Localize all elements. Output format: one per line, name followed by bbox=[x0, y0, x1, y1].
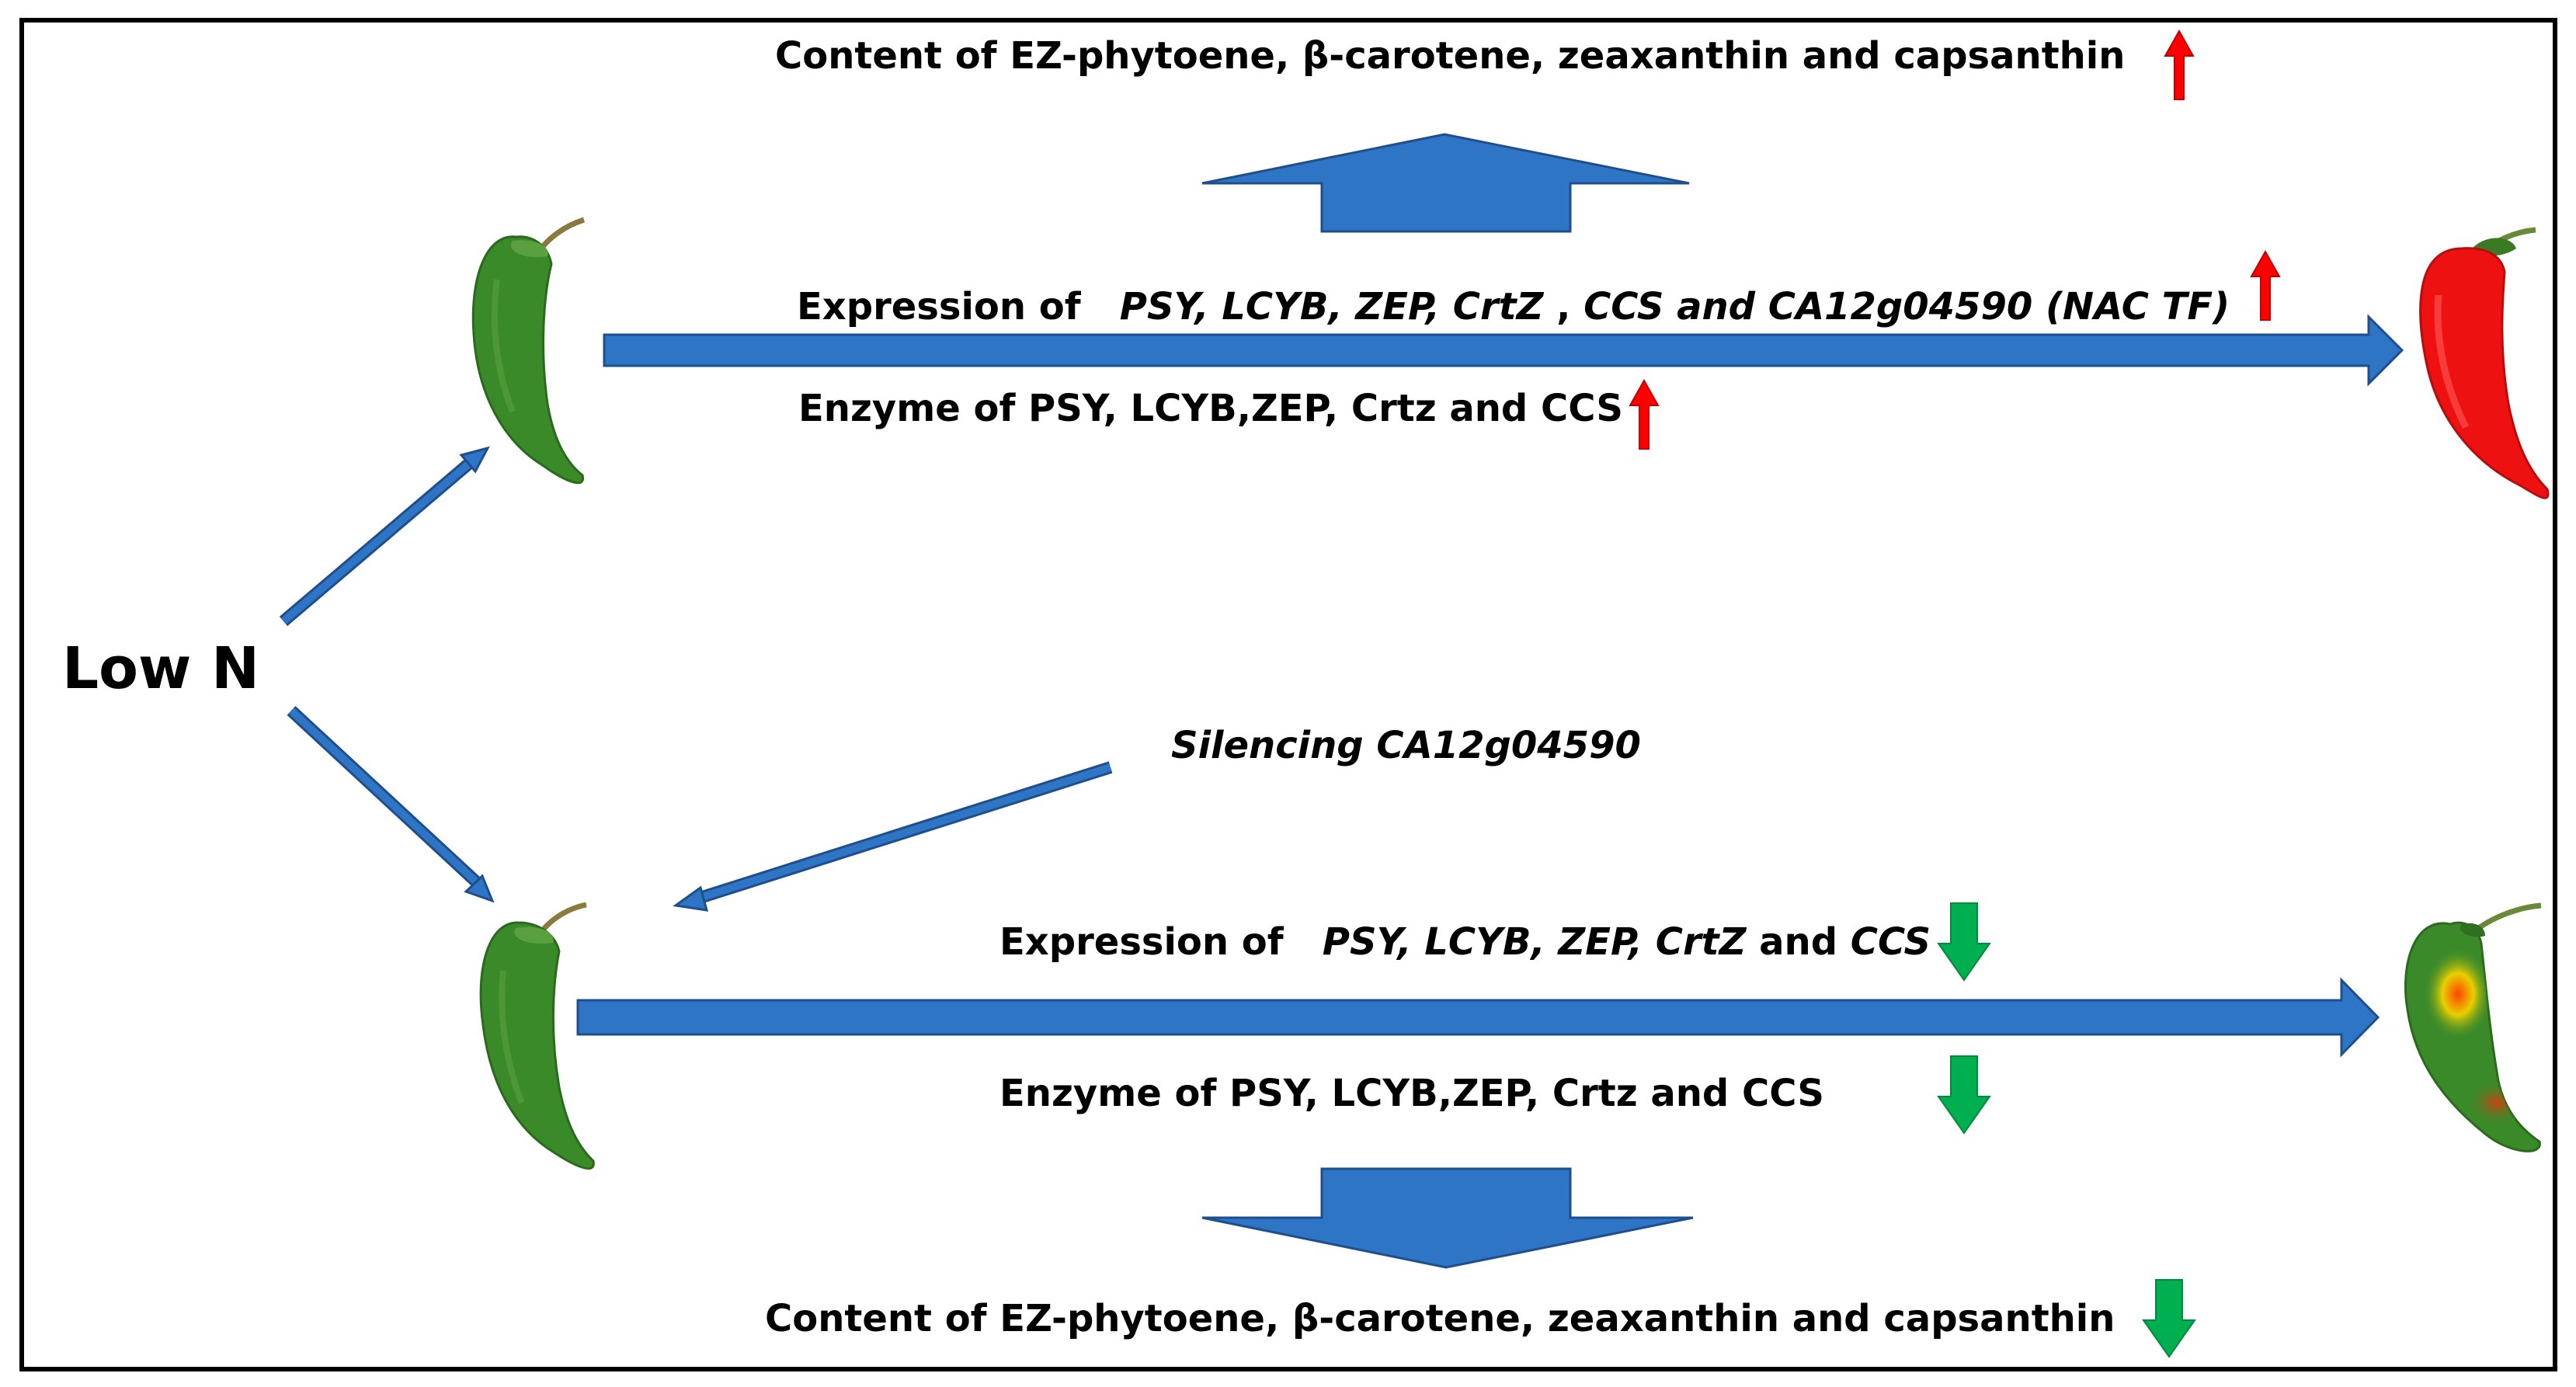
down-arrow-icon bbox=[2142, 1279, 2196, 1358]
top-enzyme-label: Enzyme of PSY, LCYB,ZEP, Crtz and CCS bbox=[798, 387, 1623, 430]
up-block-arrow bbox=[1201, 133, 1690, 233]
top-content-label: Content of EZ-phytoene, β-carotene, zeax… bbox=[775, 34, 2126, 78]
bottom-enzyme-label: Enzyme of PSY, LCYB,ZEP, Crtz and CCS bbox=[999, 1072, 1824, 1115]
green-pepper-icon bbox=[471, 217, 586, 485]
bottom-expression-last: CCS bbox=[1850, 920, 1931, 964]
green-pepper-icon bbox=[479, 902, 595, 1170]
bottom-expression-label: Expression of PSY, LCYB, ZEP, CrtZ and C… bbox=[999, 920, 1931, 964]
low-n-to-top-arrow bbox=[279, 446, 490, 627]
top-expression-genes: PSY, LCYB, ZEP, CrtZ bbox=[1119, 285, 1544, 328]
down-block-arrow bbox=[1201, 1167, 1694, 1269]
bottom-content-label: Content of EZ-phytoene, β-carotene, zeax… bbox=[765, 1297, 2115, 1340]
silencing-arrow bbox=[673, 761, 1113, 912]
low-n-to-bottom-arrow bbox=[287, 706, 495, 903]
bottom-expression-genes: PSY, LCYB, ZEP, CrtZ bbox=[1322, 920, 1747, 964]
up-arrow-icon bbox=[2164, 29, 2195, 100]
bottom-expression-prefix: Expression of bbox=[999, 920, 1284, 964]
down-arrow-icon bbox=[1937, 1055, 1991, 1135]
bottom-main-arrow bbox=[576, 977, 2380, 1058]
top-expression-prefix: Expression of bbox=[797, 285, 1081, 328]
low-n-label: Low N bbox=[62, 635, 260, 702]
up-arrow-icon bbox=[1629, 378, 1660, 450]
bottom-expression-and: and bbox=[1759, 920, 1838, 964]
down-arrow-icon bbox=[1937, 902, 1991, 982]
silencing-label: Silencing CA12g04590 bbox=[1171, 724, 1641, 767]
frame-border bbox=[19, 18, 2557, 1371]
mottled-pepper-icon bbox=[2404, 902, 2542, 1152]
up-arrow-icon bbox=[2250, 249, 2281, 321]
top-expression-rest: CCS and CA12g04590 (NAC TF) bbox=[1583, 285, 2230, 328]
top-main-arrow bbox=[603, 314, 2404, 387]
top-expression-label: Expression of PSY, LCYB, ZEP, CrtZ , CCS… bbox=[797, 285, 2230, 328]
red-pepper-icon bbox=[2419, 227, 2550, 499]
top-expression-sep: , bbox=[1556, 285, 1571, 328]
